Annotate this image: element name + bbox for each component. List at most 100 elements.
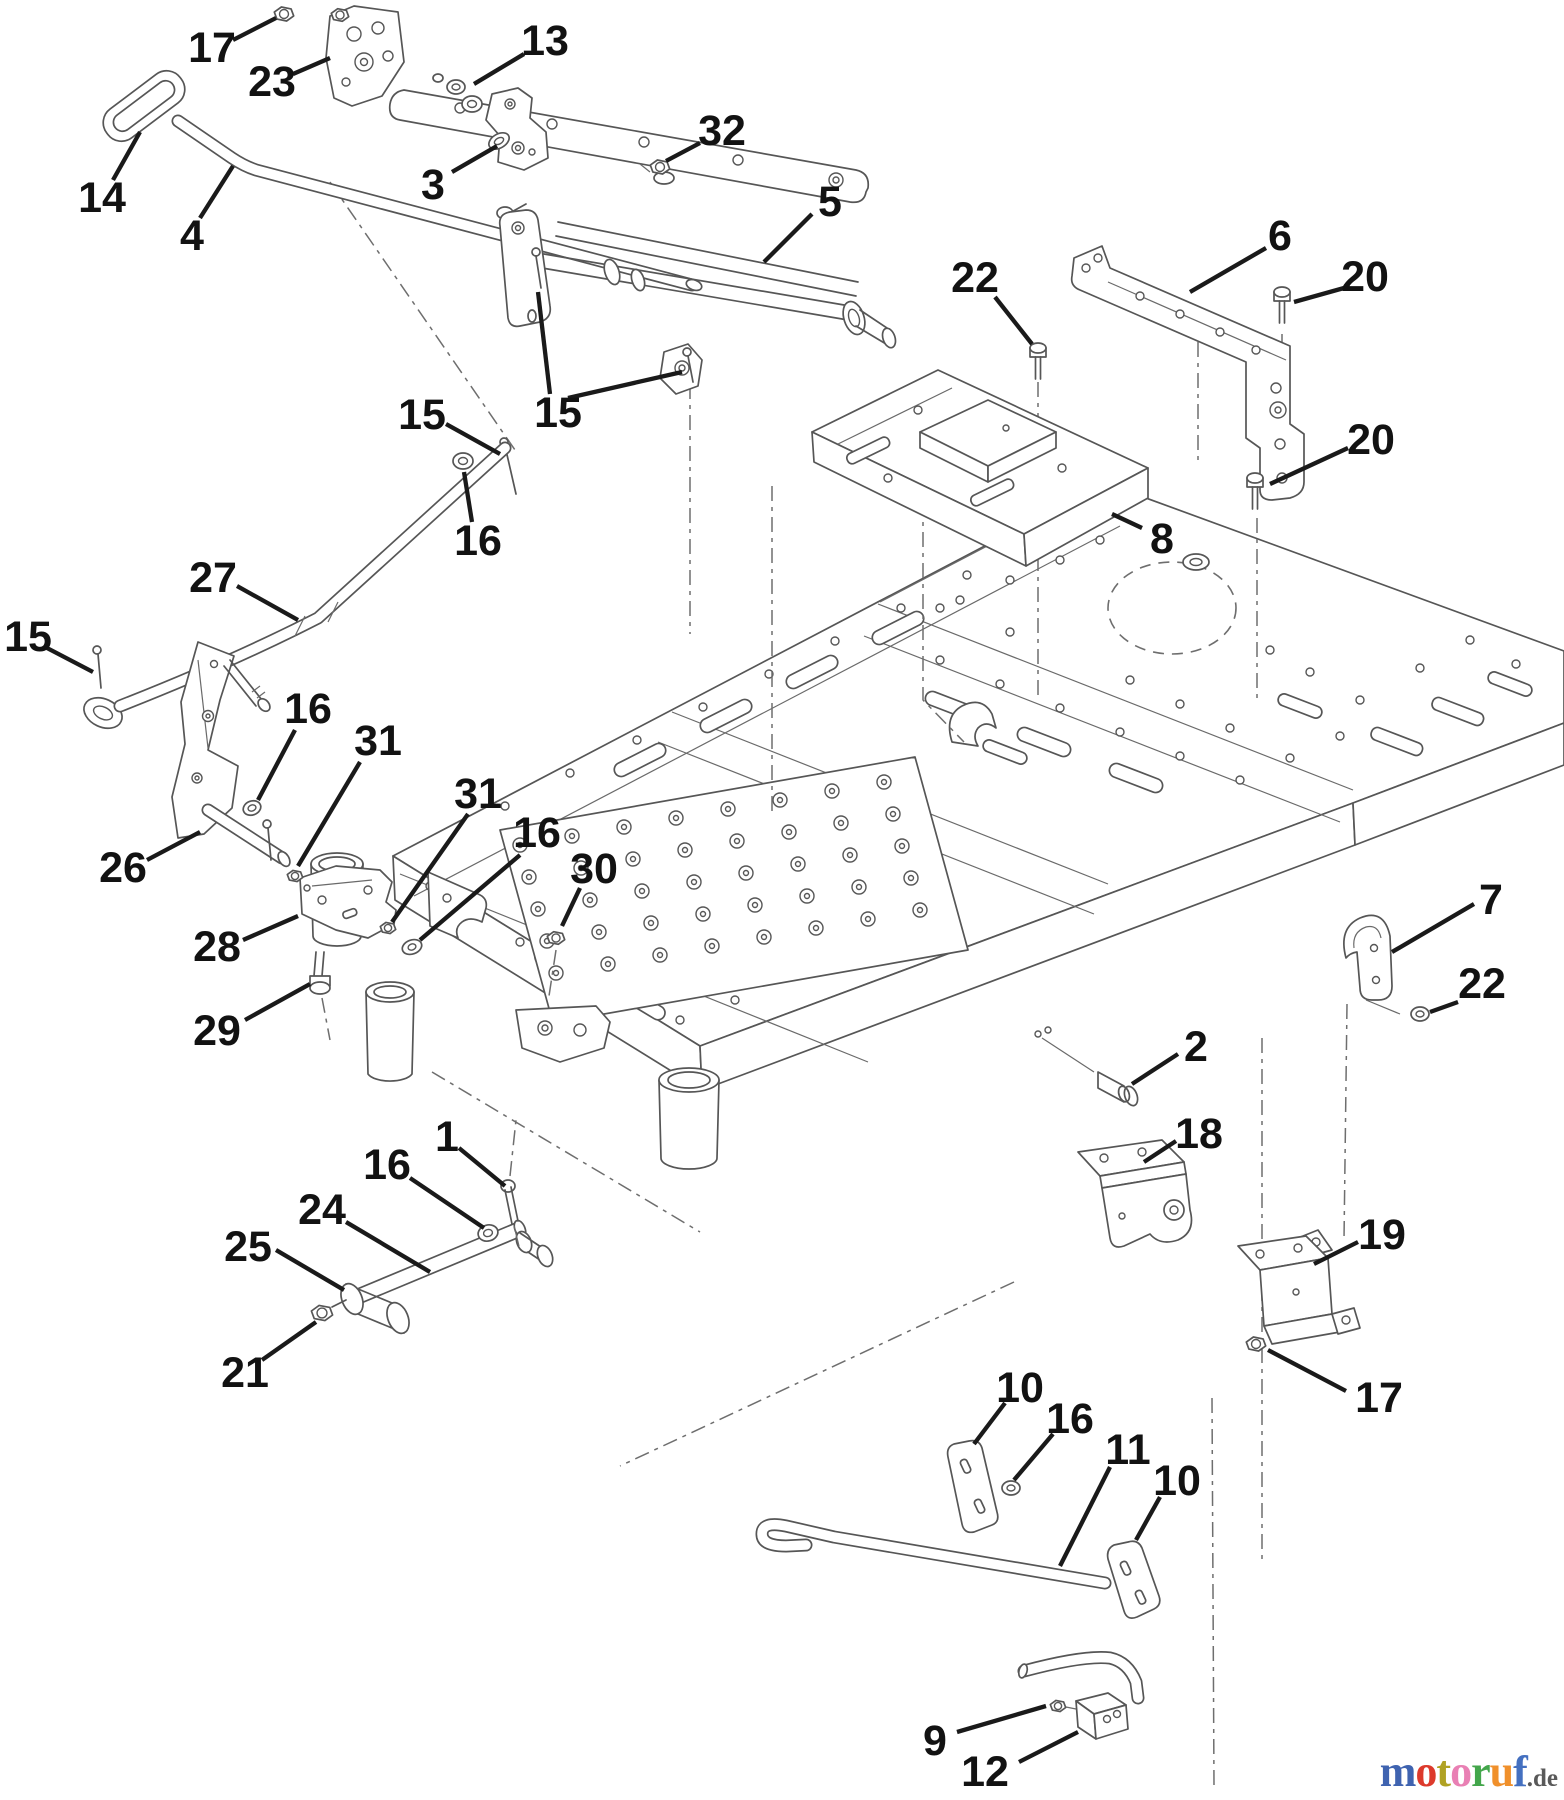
watermark-suffix: .de bbox=[1526, 1765, 1558, 1792]
part-label-27: 27 bbox=[189, 554, 237, 602]
part-label-16: 16 bbox=[513, 809, 561, 857]
part-label-4: 4 bbox=[180, 212, 204, 260]
watermark-letter: r bbox=[1471, 1747, 1491, 1796]
leader-line bbox=[256, 728, 297, 802]
frame-hook bbox=[948, 701, 997, 747]
watermark-brand: motoruf bbox=[1379, 1747, 1528, 1796]
mower-frame bbox=[392, 482, 1564, 1091]
leader-line bbox=[1058, 1466, 1112, 1567]
leader-line bbox=[1018, 1730, 1079, 1764]
bell-crank-26 bbox=[171, 641, 291, 868]
part-label-18: 18 bbox=[1175, 1110, 1223, 1158]
linkage-24 bbox=[331, 1179, 554, 1335]
support-bracket-6 bbox=[1070, 245, 1305, 501]
part-label-3: 3 bbox=[421, 161, 445, 209]
leader-line bbox=[1142, 1139, 1178, 1164]
leader-line bbox=[232, 16, 277, 42]
frame-holes bbox=[425, 513, 1521, 1025]
leader-line bbox=[457, 1146, 507, 1188]
leader-line bbox=[1269, 446, 1349, 486]
leader-line bbox=[198, 164, 235, 220]
part-label-11: 11 bbox=[1105, 1426, 1150, 1474]
leader-line bbox=[344, 1220, 432, 1274]
part-label-16: 16 bbox=[363, 1141, 411, 1189]
leader-line bbox=[972, 1401, 1007, 1446]
part-label-15: 15 bbox=[534, 389, 582, 437]
leader-line bbox=[1188, 246, 1268, 294]
part-label-28: 28 bbox=[193, 923, 241, 971]
part-label-16: 16 bbox=[1046, 1395, 1094, 1443]
watermark-letter: m bbox=[1379, 1747, 1417, 1796]
bracket-19 bbox=[1237, 1229, 1361, 1345]
lift-shaft-assembly bbox=[755, 1439, 1161, 1740]
pivot-bracket-28 bbox=[299, 865, 423, 995]
part-label-22: 22 bbox=[951, 254, 999, 302]
part-label-17: 17 bbox=[188, 24, 236, 72]
leader-line bbox=[296, 760, 362, 868]
leader-line bbox=[1390, 902, 1476, 954]
lift-bracket-10 bbox=[1106, 1540, 1161, 1619]
leader-line bbox=[111, 130, 142, 182]
j-hook-7 bbox=[1343, 914, 1430, 1022]
part-label-15: 15 bbox=[398, 391, 446, 439]
part-label-19: 19 bbox=[1358, 1211, 1406, 1259]
leader-line bbox=[46, 646, 94, 674]
watermark-logo: motoruf.de bbox=[1380, 1750, 1558, 1794]
leader-line bbox=[260, 1320, 318, 1362]
part-label-31: 31 bbox=[354, 717, 402, 765]
leader-line bbox=[235, 584, 300, 622]
part-label-8: 8 bbox=[1150, 515, 1174, 563]
leader-line bbox=[1293, 285, 1345, 305]
leader-line bbox=[1111, 512, 1143, 530]
lift-bracket-10 bbox=[946, 1439, 999, 1534]
leader-line bbox=[274, 1248, 346, 1292]
leader-line bbox=[567, 369, 683, 401]
leader-line bbox=[956, 1703, 1047, 1735]
leader-line bbox=[444, 422, 502, 456]
pivot-bracket-3 bbox=[485, 87, 549, 171]
part-label-16: 16 bbox=[284, 685, 332, 733]
caster-mount-bracket bbox=[515, 1005, 611, 1063]
part-label-14: 14 bbox=[78, 174, 126, 222]
watermark-letter: t bbox=[1436, 1747, 1451, 1796]
mount-plate-8 bbox=[811, 369, 1149, 567]
watermark-letter: o bbox=[1415, 1747, 1437, 1796]
part-label-2: 2 bbox=[1184, 1023, 1208, 1071]
part-label-1: 1 bbox=[435, 1113, 459, 1161]
part-label-31: 31 bbox=[454, 770, 502, 818]
part-label-25: 25 bbox=[224, 1223, 272, 1271]
callout-layer: 1723131443325151516271516263131163028292… bbox=[4, 16, 1506, 1796]
part-label-15: 15 bbox=[4, 613, 52, 661]
leader-line bbox=[472, 52, 526, 86]
footrest-plate bbox=[499, 756, 969, 1024]
leader-line bbox=[242, 914, 299, 942]
leader-line bbox=[1130, 1052, 1180, 1086]
part-label-17: 17 bbox=[1355, 1374, 1403, 1422]
engine-opening-dashed-circle bbox=[1107, 561, 1237, 655]
part-label-12: 12 bbox=[961, 1748, 1009, 1796]
part-label-23: 23 bbox=[248, 58, 296, 106]
part-label-10: 10 bbox=[1153, 1457, 1201, 1505]
leader-line bbox=[292, 56, 331, 76]
lever-grip bbox=[102, 69, 186, 143]
caster-tubes bbox=[310, 852, 720, 1170]
leader-line bbox=[1012, 1432, 1055, 1482]
part-label-6: 6 bbox=[1268, 212, 1292, 260]
part-label-26: 26 bbox=[99, 844, 147, 892]
part-label-32: 32 bbox=[698, 107, 746, 155]
leader-line bbox=[450, 144, 499, 174]
part-label-5: 5 bbox=[818, 178, 842, 226]
part-label-10: 10 bbox=[996, 1364, 1044, 1412]
leader-line bbox=[243, 982, 312, 1022]
part-label-9: 9 bbox=[923, 1717, 947, 1765]
part-label-7: 7 bbox=[1479, 876, 1503, 924]
watermark-letter: f bbox=[1513, 1747, 1528, 1796]
bracket-18 bbox=[1077, 1139, 1193, 1248]
part-label-24: 24 bbox=[298, 1186, 346, 1234]
leader-line bbox=[1313, 1240, 1359, 1266]
leader-line bbox=[1429, 999, 1459, 1015]
height-lever-assembly bbox=[102, 5, 870, 292]
fasteners bbox=[273, 6, 1291, 1713]
